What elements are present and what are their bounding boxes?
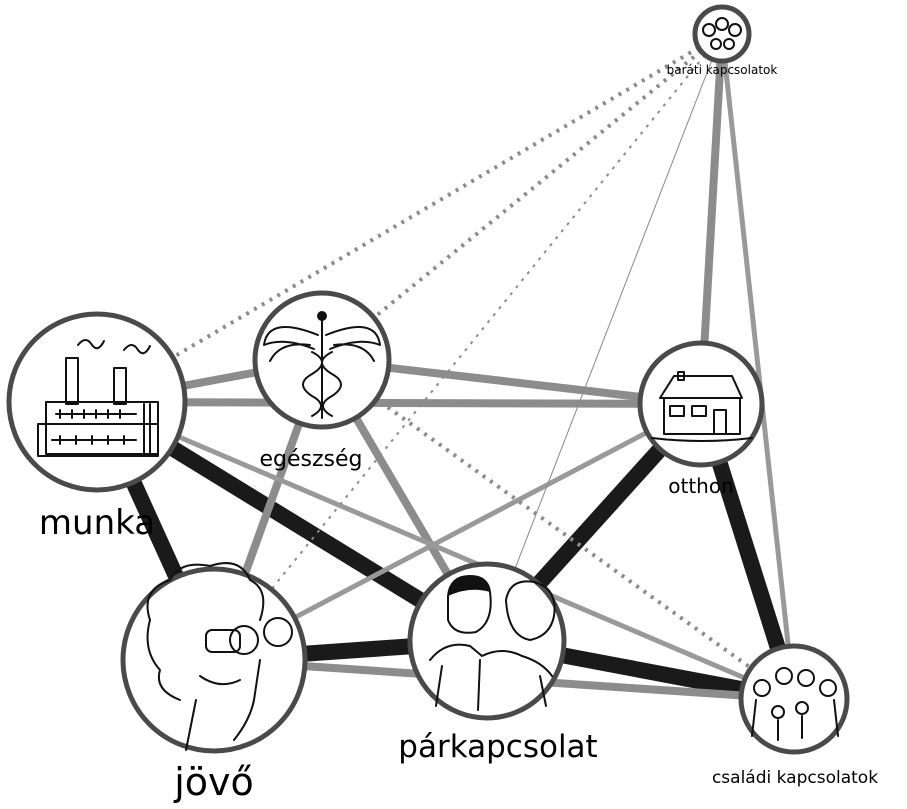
node-munka-label: munka [39,503,155,543]
node-jovo-circle [120,566,308,754]
node-csaladi-label: családi kapcsolatok [712,768,878,788]
family-icon [751,667,839,741]
edge-munka-otthon [96,398,702,408]
node-parati-label: baráti kapcsolatok [667,63,778,77]
couple-icon [429,575,556,711]
node-parati-circle [692,4,752,64]
house-icon [651,371,753,442]
factory-icon [37,339,159,457]
node-parkapcsolat: párkapcsolat [398,561,598,765]
edge-munka-csaladi [96,399,795,702]
caduceus-icon [263,311,381,419]
node-csaladi-circle [738,643,850,755]
edge-parati-parkapcsolat [486,33,723,642]
node-munka: munka [6,311,188,543]
edge-parati-csaladi [719,33,797,700]
node-egeszseg: egészség [252,290,392,472]
node-parkapcsolat-label: párkapcsolat [398,729,597,765]
node-egeszseg-label: egészség [259,447,362,472]
binoculars-icon [146,562,293,751]
edge-parati-munka [95,32,724,404]
node-jovo: jövő [120,562,308,804]
node-csaladi: családi kapcsolatok [712,643,878,788]
edge-egeszseg-csaladi [320,358,796,701]
edge-parati-egeszseg [320,32,724,362]
nodes-layer: munka egészség [6,4,878,804]
node-otthon: otthon [637,340,765,498]
node-otthon-label: otthon [668,474,734,498]
node-jovo-label: jövő [173,760,254,804]
friends-icon [702,17,742,50]
node-otthon-circle [637,340,765,468]
node-parati: baráti kapcsolatok [667,4,778,77]
